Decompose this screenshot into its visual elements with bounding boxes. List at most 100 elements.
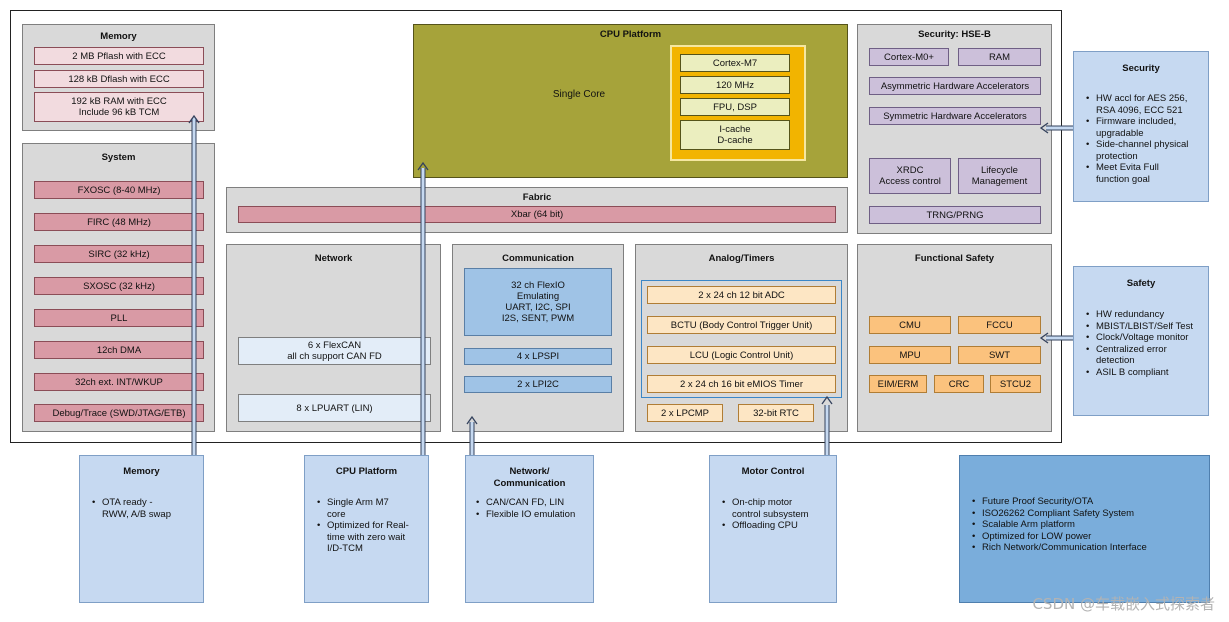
network-comm-note-title: Network/ Communication bbox=[493, 466, 566, 489]
communication-block: Communication 32 ch FlexIO Emulating UAR… bbox=[452, 244, 624, 432]
analog-lcu: LCU (Logic Control Unit) bbox=[647, 346, 836, 364]
security-note-item: HW accl for AES 256, RSA 4096, ECC 521 bbox=[1086, 93, 1208, 116]
safety-note-item: Centralized error detection bbox=[1086, 344, 1210, 367]
network-comm-note-item: Flexible IO emulation bbox=[476, 509, 594, 521]
summary-note: Future Proof Security/OTA ISO26262 Compl… bbox=[959, 455, 1210, 603]
hse-trng-prng: TRNG/PRNG bbox=[869, 206, 1041, 224]
memory-item-dflash: 128 kB Dflash with ECC bbox=[34, 70, 204, 88]
hse-cortex-m0: Cortex-M0+ bbox=[869, 48, 949, 66]
system-item-sxosc: SXOSC (32 kHz) bbox=[34, 277, 204, 295]
motor-control-note-list: On-chip motor control subsystem Offloadi… bbox=[722, 497, 836, 532]
summary-note-item: Rich Network/Communication Interface bbox=[972, 542, 1208, 554]
communication-title: Communication bbox=[502, 253, 574, 264]
analog-title: Analog/Timers bbox=[708, 253, 775, 264]
safety-note-item: ASIL B compliant bbox=[1086, 367, 1210, 379]
memory-block: Memory 2 MB Pflash with ECC 128 kB Dflas… bbox=[22, 24, 215, 131]
core-item-cache: I-cache D-cache bbox=[680, 120, 790, 150]
comm-flexio: 32 ch FlexIO Emulating UART, I2C, SPI I2… bbox=[464, 268, 612, 336]
cpu-note-item: Optimized for Real- time with zero wait … bbox=[317, 520, 429, 555]
network-flexcan: 6 x FlexCAN all ch support CAN FD bbox=[238, 337, 431, 365]
system-item-firc: FIRC (48 MHz) bbox=[34, 213, 204, 231]
safety-note-item: Clock/Voltage monitor bbox=[1086, 332, 1210, 344]
security-note: Security HW accl for AES 256, RSA 4096, … bbox=[1073, 51, 1209, 202]
memory-note-arrow bbox=[188, 114, 200, 455]
comm-lpi2c: 2 x LPI2C bbox=[464, 376, 612, 393]
cpu-note: CPU Platform Single Arm M7 core Optimize… bbox=[304, 455, 429, 603]
memory-title: Memory bbox=[100, 31, 137, 42]
motor-control-note-arrow bbox=[821, 395, 833, 455]
system-item-fxosc: FXOSC (8-40 MHz) bbox=[34, 181, 204, 199]
cpu-note-item: Single Arm M7 core bbox=[317, 497, 429, 520]
analog-rtc: 32-bit RTC bbox=[738, 404, 814, 422]
security-note-arrow bbox=[1039, 122, 1073, 134]
security-note-item: Side-channel physical protection bbox=[1086, 139, 1208, 162]
functional-safety-block: Functional Safety CMU FCCU MPU SWT EIM/E… bbox=[857, 244, 1052, 432]
safety-note-item: HW redundancy bbox=[1086, 309, 1210, 321]
network-comm-note: Network/ Communication CAN/CAN FD, LIN F… bbox=[465, 455, 594, 603]
system-item-pll: PLL bbox=[34, 309, 204, 327]
network-comm-note-item: CAN/CAN FD, LIN bbox=[476, 497, 594, 509]
network-comm-note-list: CAN/CAN FD, LIN Flexible IO emulation bbox=[476, 497, 594, 520]
safety-note-item: MBIST/LBIST/Self Test bbox=[1086, 321, 1210, 333]
memory-note-item: OTA ready - RWW, A/B swap bbox=[92, 497, 202, 520]
hse-ram: RAM bbox=[958, 48, 1041, 66]
memory-item-ram: 192 kB RAM with ECC Include 96 kB TCM bbox=[34, 92, 204, 122]
motor-subsystem-frame bbox=[641, 280, 842, 398]
summary-note-item: Future Proof Security/OTA bbox=[972, 496, 1208, 508]
security-hse-block: Security: HSE-B Cortex-M0+ RAM Asymmetri… bbox=[857, 24, 1052, 234]
network-lpuart: 8 x LPUART (LIN) bbox=[238, 394, 431, 422]
cpu-platform-block: CPU Platform Single Core Cortex-M7 120 M… bbox=[413, 24, 848, 178]
safety-fccu: FCCU bbox=[958, 316, 1041, 334]
fabric-title: Fabric bbox=[522, 192, 552, 203]
cpu-note-title: CPU Platform bbox=[335, 466, 398, 477]
motor-control-note-title: Motor Control bbox=[741, 466, 805, 477]
system-item-int-wkup: 32ch ext. INT/WKUP bbox=[34, 373, 204, 391]
core-item-fpu-dsp: FPU, DSP bbox=[680, 98, 790, 116]
safety-cmu: CMU bbox=[869, 316, 951, 334]
security-hse-title: Security: HSE-B bbox=[918, 29, 991, 40]
core-item-cortex-m7: Cortex-M7 bbox=[680, 54, 790, 72]
fabric-block: Fabric Xbar (64 bit) bbox=[226, 187, 848, 233]
safety-mpu: MPU bbox=[869, 346, 951, 364]
system-item-debug: Debug/Trace (SWD/JTAG/ETB) bbox=[34, 404, 204, 422]
system-item-sirc: SIRC (32 kHz) bbox=[34, 245, 204, 263]
safety-stcu2: STCU2 bbox=[990, 375, 1041, 393]
security-note-item: Meet Evita Full function goal bbox=[1086, 162, 1208, 185]
memory-note-title: Memory bbox=[123, 466, 160, 477]
network-title: Network bbox=[314, 253, 353, 264]
safety-note-arrow bbox=[1039, 332, 1073, 344]
system-item-dma: 12ch DMA bbox=[34, 341, 204, 359]
cortex-m7-core: Cortex-M7 120 MHz FPU, DSP I-cache D-cac… bbox=[670, 45, 806, 161]
safety-note: Safety HW redundancy MBIST/LBIST/Self Te… bbox=[1073, 266, 1209, 416]
cpu-note-list: Single Arm M7 core Optimized for Real- t… bbox=[317, 497, 429, 555]
safety-eim-erm: EIM/ERM bbox=[869, 375, 927, 393]
analog-timers-block: Analog/Timers 2 x 24 ch 12 bit ADC BCTU … bbox=[635, 244, 848, 432]
safety-swt: SWT bbox=[958, 346, 1041, 364]
memory-note: Memory OTA ready - RWW, A/B swap bbox=[79, 455, 204, 603]
security-note-item: Firmware included, upgradable bbox=[1086, 116, 1208, 139]
system-title: System bbox=[101, 152, 136, 163]
analog-lpcmp: 2 x LPCMP bbox=[647, 404, 723, 422]
hse-xrdc: XRDC Access control bbox=[869, 158, 951, 194]
security-note-title: Security bbox=[1122, 63, 1160, 74]
summary-note-item: ISO26262 Compliant Safety System bbox=[972, 508, 1208, 520]
safety-note-title: Safety bbox=[1126, 278, 1156, 289]
safety-note-list: HW redundancy MBIST/LBIST/Self Test Cloc… bbox=[1086, 309, 1210, 378]
safety-crc: CRC bbox=[934, 375, 984, 393]
hse-asymmetric-accel: Asymmetric Hardware Accelerators bbox=[869, 77, 1041, 95]
motor-control-note-item: Offloading CPU bbox=[722, 520, 836, 532]
motor-control-note-item: On-chip motor control subsystem bbox=[722, 497, 836, 520]
safety-title: Functional Safety bbox=[914, 253, 995, 264]
memory-note-list: OTA ready - RWW, A/B swap bbox=[92, 497, 202, 520]
security-note-list: HW accl for AES 256, RSA 4096, ECC 521 F… bbox=[1086, 93, 1208, 185]
summary-note-item: Scalable Arm platform bbox=[972, 519, 1208, 531]
cpu-note-arrow bbox=[417, 161, 429, 455]
comm-lpspi: 4 x LPSPI bbox=[464, 348, 612, 365]
single-core-label: Single Core bbox=[552, 89, 606, 100]
network-block: Network 6 x FlexCAN all ch support CAN F… bbox=[226, 244, 441, 432]
watermark-text: CSDN @车载嵌入式探索者 bbox=[1032, 595, 1215, 613]
hse-lifecycle: Lifecycle Management bbox=[958, 158, 1041, 194]
hse-symmetric-accel: Symmetric Hardware Accelerators bbox=[869, 107, 1041, 125]
analog-adc: 2 x 24 ch 12 bit ADC bbox=[647, 286, 836, 304]
analog-bctu: BCTU (Body Control Trigger Unit) bbox=[647, 316, 836, 334]
